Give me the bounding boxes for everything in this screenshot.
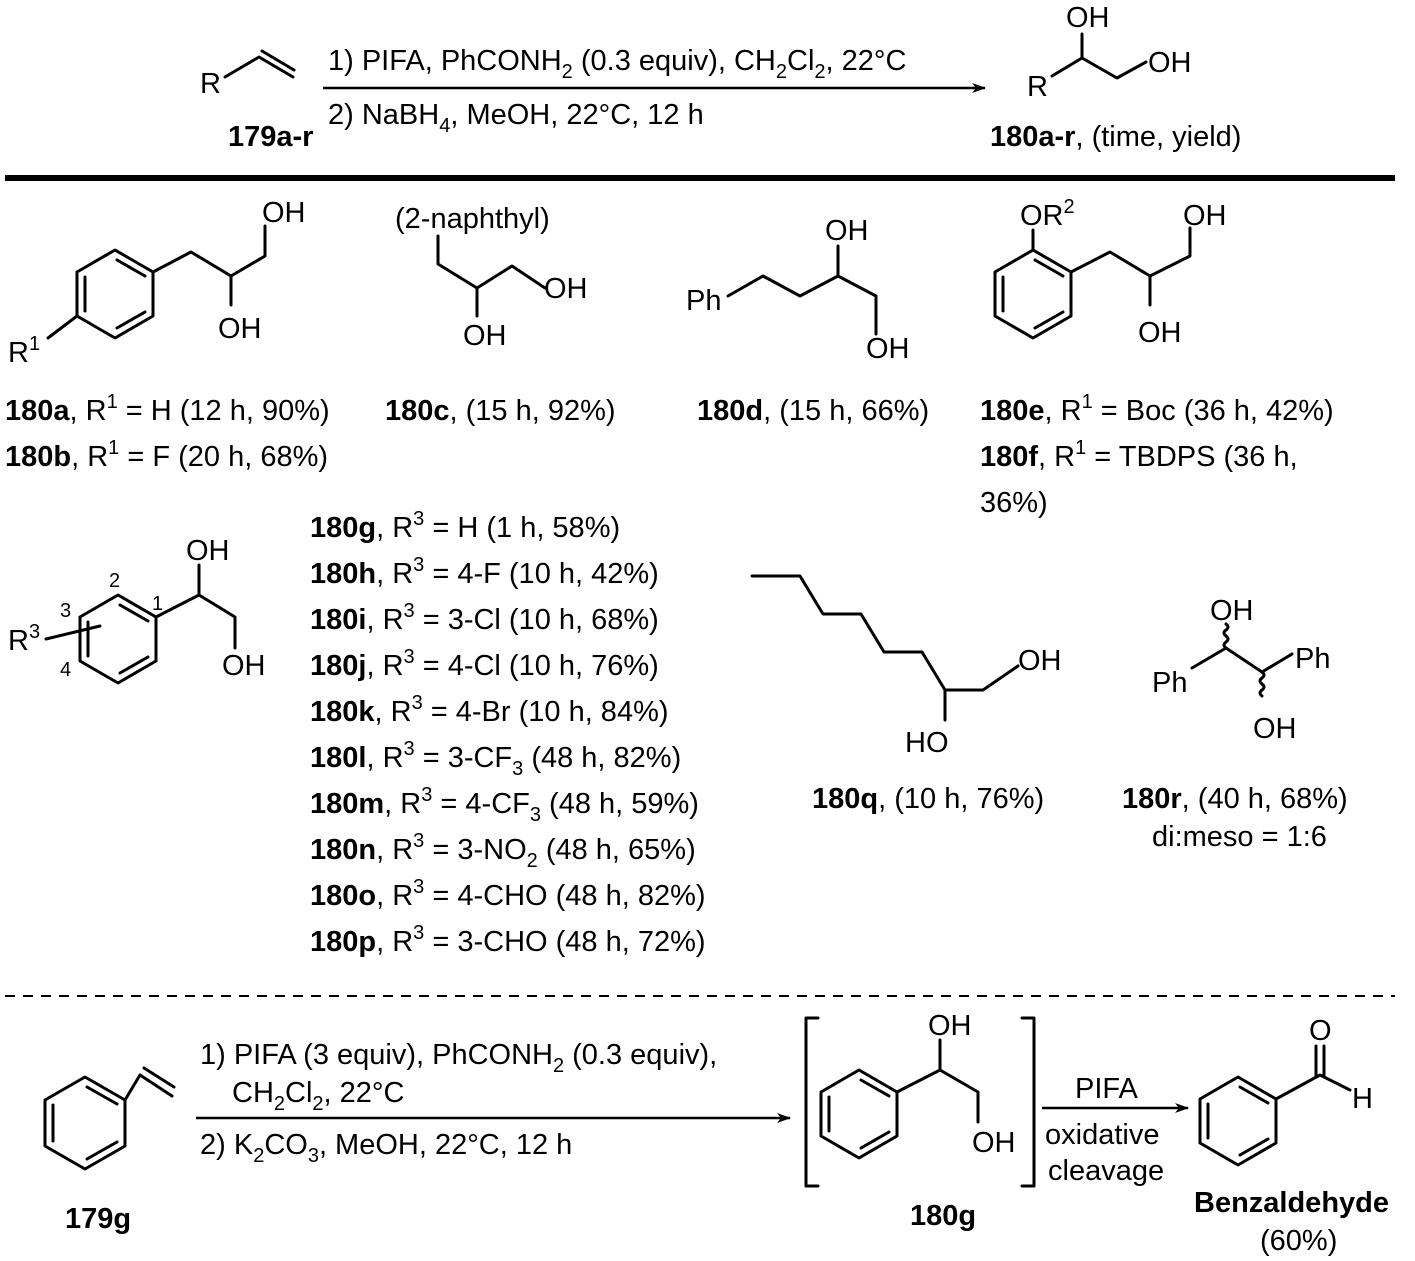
svg-text:OH: OH — [1018, 645, 1062, 677]
svg-text:180g, R3 = H (1 h, 58%): 180g, R3 = H (1 h, 58%) — [310, 508, 620, 544]
structure-180c: (2-naphthyl) OH OH — [395, 203, 588, 352]
svg-text:OH: OH — [262, 197, 306, 229]
reaction1-product-label: 180a-r — [990, 121, 1075, 153]
structure-180ab: OH OH R1 — [8, 197, 306, 369]
svg-text:R: R — [1027, 71, 1048, 103]
svg-text:180a, R1 = H (12 h, 90%): 180a, R1 = H (12 h, 90%) — [5, 391, 330, 427]
svg-text:oxidative: oxidative — [1045, 1119, 1159, 1151]
svg-text:H: H — [1352, 1083, 1373, 1115]
svg-text:180h, R3 = 4-F (10 h, 42%): 180h, R3 = 4-F (10 h, 42%) — [310, 554, 659, 590]
svg-text:HO: HO — [905, 727, 949, 759]
svg-text:2: 2 — [109, 570, 120, 592]
svg-text:O: O — [1309, 1015, 1332, 1047]
svg-text:1) PIFA, PhCONH2 (0.3 equiv),: 1) PIFA, PhCONH2 (0.3 equiv), CH2Cl2, 22… — [328, 45, 906, 83]
r-label: R — [200, 68, 221, 100]
svg-text:2) NaBH4, MeOH, 22°C, 12 h: 2) NaBH4, MeOH, 22°C, 12 h — [328, 99, 704, 137]
svg-text:Ph: Ph — [1152, 667, 1187, 699]
svg-text:Ph: Ph — [686, 285, 721, 317]
svg-text:Ph: Ph — [1295, 643, 1330, 675]
svg-text:2) K2CO3, MeOH, 22°C, 12 h: 2) K2CO3, MeOH, 22°C, 12 h — [200, 1129, 572, 1167]
reaction2-product-label: Benzaldehyde — [1194, 1187, 1389, 1219]
svg-text:(2-naphthyl): (2-naphthyl) — [395, 203, 550, 235]
svg-text:OH: OH — [222, 650, 266, 682]
svg-text:4: 4 — [60, 659, 71, 681]
structure-179g-styrene — [43, 1066, 176, 1171]
svg-text:OH: OH — [972, 1127, 1016, 1159]
svg-text:180a-r, (time, yield): 180a-r, (time, yield) — [990, 121, 1241, 153]
svg-text:di:meso = 1:6: di:meso = 1:6 — [1152, 821, 1327, 853]
svg-text:R1: R1 — [8, 333, 40, 369]
svg-text:PIFA: PIFA — [1075, 1073, 1139, 1105]
svg-text:OH: OH — [825, 215, 869, 247]
reaction2-intermediate-label: 180g — [910, 1200, 976, 1232]
svg-text:180o, R3 = 4-CHO (48 h, 82%): 180o, R3 = 4-CHO (48 h, 82%) — [310, 876, 706, 912]
structure-benzaldehyde: O H — [1198, 1015, 1373, 1167]
svg-text:36%): 36%) — [980, 487, 1048, 519]
svg-text:180d, (15 h, 66%): 180d, (15 h, 66%) — [697, 395, 929, 427]
structure-180ef: OR2 OH OH — [993, 196, 1227, 349]
svg-text:(60%): (60%) — [1260, 1225, 1337, 1257]
structure-180g-p: OH OH R3 1 2 3 4 — [8, 535, 266, 685]
svg-text:1: 1 — [152, 593, 163, 615]
reaction1-product-diol: OH OH R — [1027, 2, 1192, 103]
svg-text:180j, R3 = 4-Cl (10 h, 76%): 180j, R3 = 4-Cl (10 h, 76%) — [310, 646, 659, 682]
svg-text:OH: OH — [1183, 200, 1227, 232]
series-list-r3: 180g, R3 = H (1 h, 58%) 180h, R3 = 4-F (… — [310, 508, 706, 958]
svg-text:OR2: OR2 — [1020, 196, 1075, 232]
svg-text:180p, R3 = 3-CHO (48 h, 72%): 180p, R3 = 3-CHO (48 h, 72%) — [310, 922, 706, 958]
svg-text:180e, R1 = Boc (36 h, 42%): 180e, R1 = Boc (36 h, 42%) — [980, 391, 1334, 427]
structure-180d: Ph OH OH — [686, 215, 910, 365]
structure-180q: OH HO — [750, 574, 1062, 759]
svg-text:OH: OH — [218, 313, 262, 345]
svg-text:OH: OH — [1066, 2, 1110, 34]
svg-text:180l, R3 = 3-CF3 (48 h, 82%): 180l, R3 = 3-CF3 (48 h, 82%) — [310, 738, 681, 780]
svg-text:OH: OH — [928, 1010, 972, 1042]
svg-text:OH: OH — [186, 535, 230, 567]
svg-text:OH: OH — [1210, 595, 1254, 627]
svg-text:180n, R3 = 3-NO2 (48 h, 65%): 180n, R3 = 3-NO2 (48 h, 65%) — [310, 830, 696, 872]
svg-text:3: 3 — [60, 600, 71, 622]
svg-text:cleavage: cleavage — [1048, 1155, 1164, 1187]
svg-text:180b, R1 = F (20 h, 68%): 180b, R1 = F (20 h, 68%) — [5, 437, 328, 473]
svg-text:180c, (15 h, 92%): 180c, (15 h, 92%) — [385, 395, 616, 427]
svg-text:CH2Cl2, 22°C: CH2Cl2, 22°C — [232, 1077, 404, 1115]
svg-text:OH: OH — [544, 273, 588, 305]
reaction2-conditions: 1) PIFA (3 equiv), PhCONH2 (0.3 equiv), … — [196, 1039, 791, 1167]
svg-text:OH: OH — [1253, 713, 1297, 745]
svg-text:180k, R3 = 4-Br (10 h, 84%): 180k, R3 = 4-Br (10 h, 84%) — [310, 692, 669, 728]
svg-text:OH: OH — [1138, 317, 1182, 349]
svg-text:180m, R3 = 4-CF3 (48 h, 59%): 180m, R3 = 4-CF3 (48 h, 59%) — [310, 784, 699, 826]
reaction1-start-alkene: R — [200, 49, 296, 100]
structure-180g-intermediate: OH OH — [804, 1010, 1036, 1188]
reaction2-start-label: 179g — [65, 1203, 131, 1235]
svg-text:OH: OH — [1148, 47, 1192, 79]
svg-text:OH: OH — [463, 320, 507, 352]
svg-text:R3: R3 — [8, 621, 40, 657]
svg-text:180q, (10 h, 76%): 180q, (10 h, 76%) — [812, 783, 1044, 815]
reaction1-start-label: 179a-r — [228, 121, 313, 153]
svg-text:180f, R1 = TBDPS (36 h,: 180f, R1 = TBDPS (36 h, — [980, 437, 1298, 473]
reaction1-conditions: 1) PIFA, PhCONH2 (0.3 equiv), CH2Cl2, 22… — [323, 45, 986, 137]
svg-text:180r, (40 h, 68%): 180r, (40 h, 68%) — [1122, 783, 1348, 815]
svg-text:1) PIFA (3 equiv), PhCONH2 (0.: 1) PIFA (3 equiv), PhCONH2 (0.3 equiv), — [200, 1039, 717, 1077]
svg-text:180i, R3 = 3-Cl (10 h, 68%): 180i, R3 = 3-Cl (10 h, 68%) — [310, 600, 659, 636]
structure-180r: OH Ph Ph OH — [1152, 595, 1330, 745]
svg-text:OH: OH — [866, 333, 910, 365]
reaction2-step2: PIFA oxidative cleavage — [1042, 1073, 1189, 1187]
